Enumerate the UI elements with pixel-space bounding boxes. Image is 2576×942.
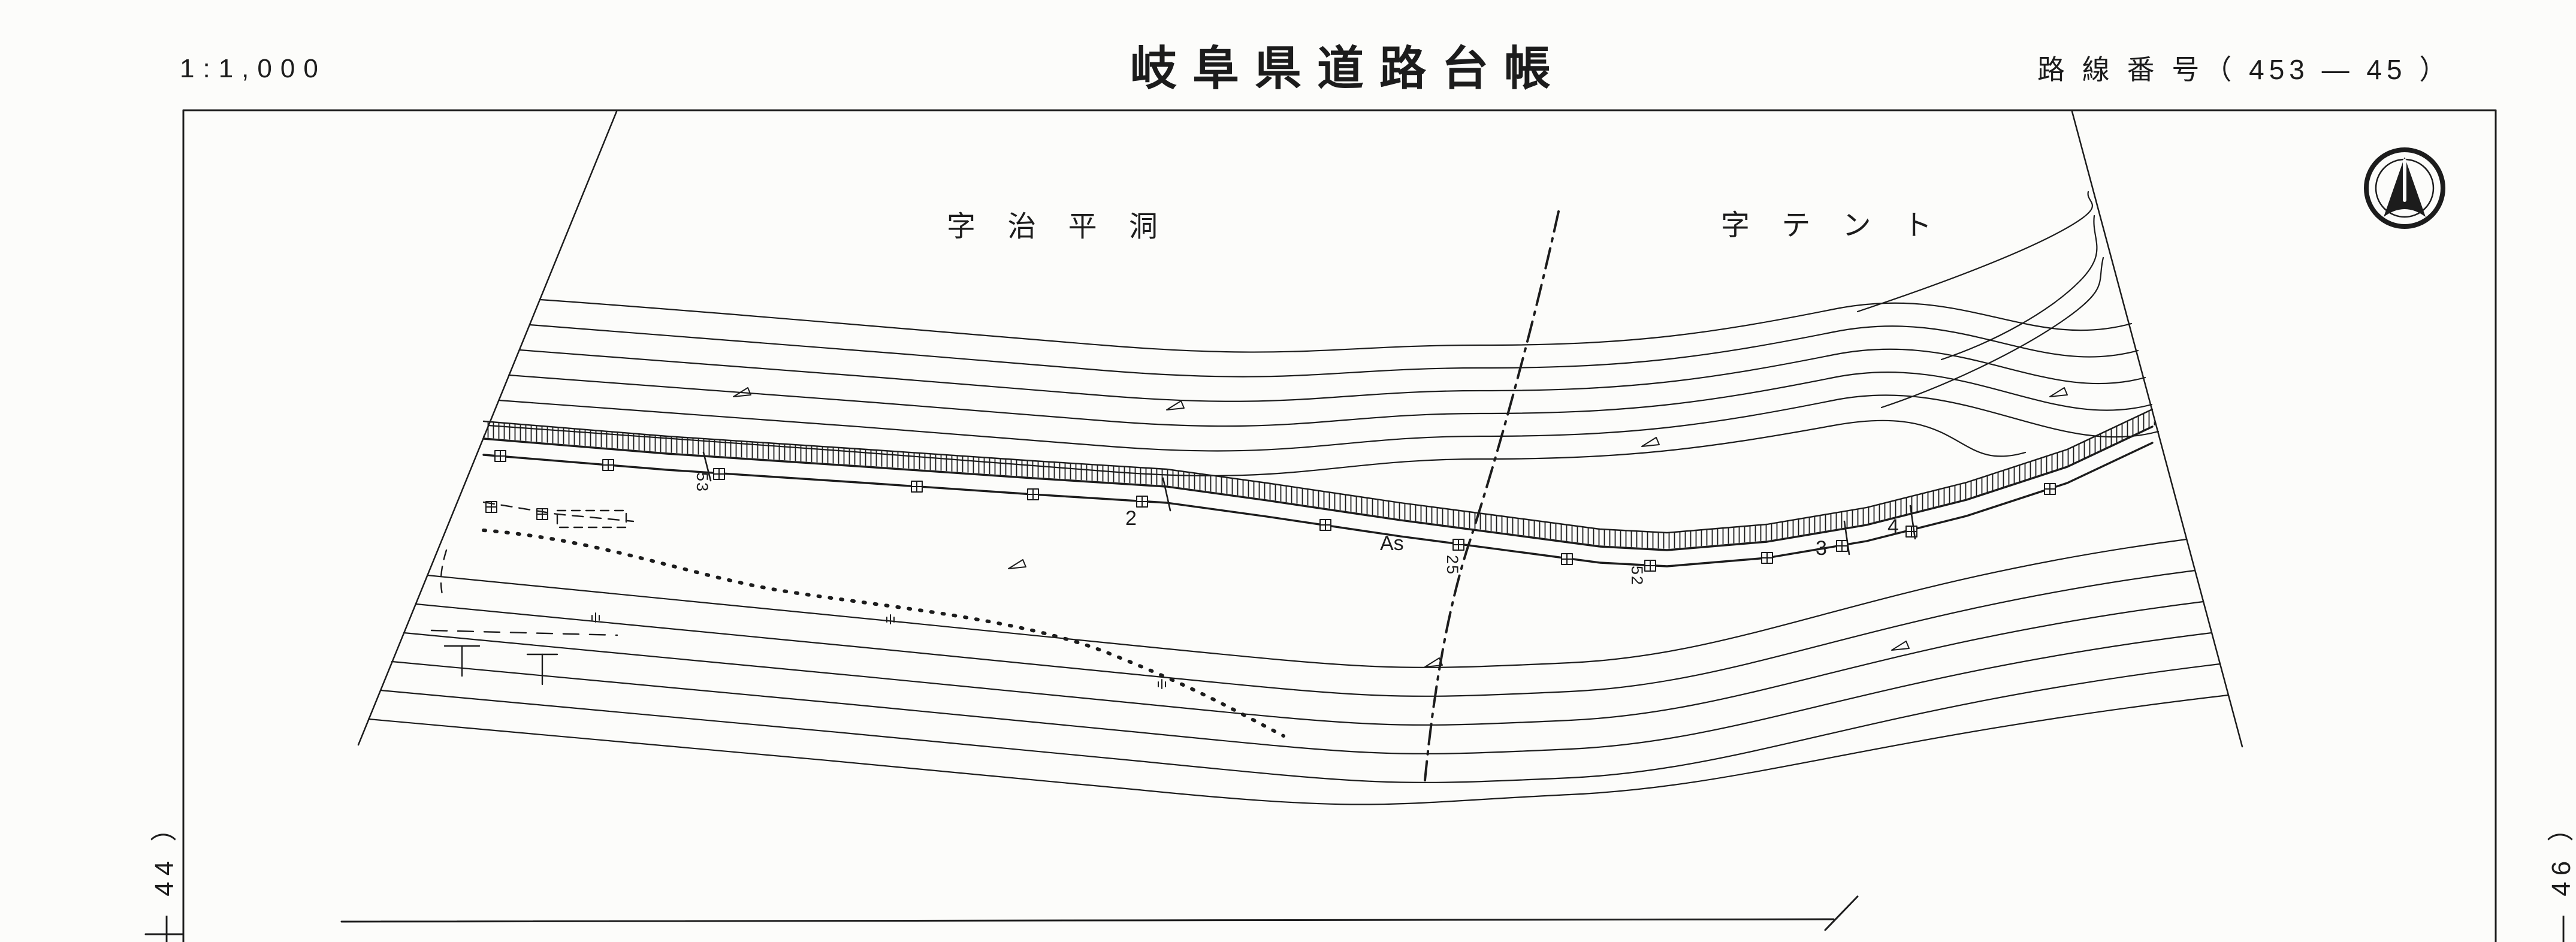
map-frame [144, 109, 2497, 942]
sheet-boundary-lines [357, 110, 2243, 748]
road-hatch-top-line [482, 408, 2154, 534]
route-number-label: 路 線 番 号（ 453 — 45 ） [2037, 54, 2452, 85]
station-label-53: 53 [693, 472, 711, 493]
road-upper-edge [482, 425, 2154, 551]
north-arrow-icon [2364, 147, 2445, 229]
station-label-3: 3 [1816, 537, 1827, 560]
adjacent-sheet-label-right: — 46 ） [2547, 809, 2576, 942]
road-hatch-band [482, 410, 2156, 549]
structures [430, 501, 635, 686]
contour-lines-lower [367, 538, 2230, 805]
pavement-type-label: As [1380, 532, 1404, 555]
road [482, 408, 2156, 567]
station-label-4: 4 [1888, 515, 1899, 538]
district-boundary-line [1424, 210, 1560, 781]
district-label-tent: 字 テ ン ト [1721, 210, 1944, 241]
adjacent-sheet-label-left: — 44 ） [150, 809, 179, 942]
district-label-jiheibora: 字 治 平 洞 [947, 211, 1170, 243]
station-label-52: 52 [1628, 566, 1646, 587]
station-label-25: 25 [1443, 555, 1461, 576]
grass-marks [591, 612, 1167, 690]
station-ticks [702, 451, 1916, 555]
bottom-road-line [340, 895, 1859, 931]
map-scale-label: 1:1,000 [180, 54, 327, 83]
page-title: 岐阜県道路台帳 [1130, 42, 1566, 95]
slope-dotted-line [482, 529, 1285, 738]
station-label-2: 2 [1125, 507, 1137, 530]
